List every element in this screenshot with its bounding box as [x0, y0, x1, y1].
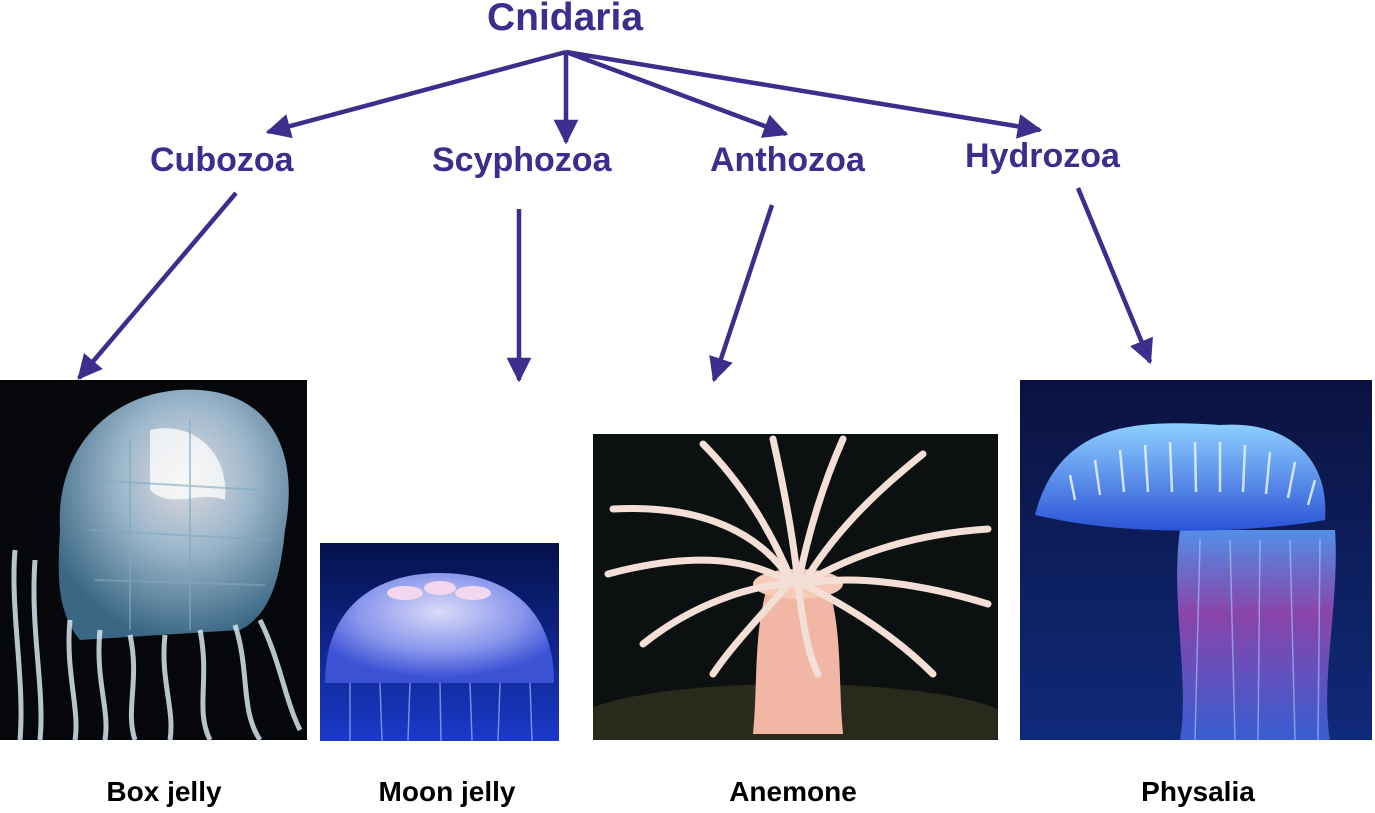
- caption-physalia: Physalia: [1141, 776, 1255, 807]
- box-jelly-photo: [0, 380, 307, 740]
- class-label-anthozoa: Anthozoa: [710, 141, 865, 179]
- arrow-root-to-anthozoa: [565, 49, 789, 138]
- arrow-hydrozoa-to-physalia: [1075, 187, 1153, 365]
- caption-moon-jelly: Moon jelly: [378, 776, 516, 807]
- arrow-root-to-cubozoa: [265, 49, 567, 139]
- physalia-photo: [1020, 380, 1372, 740]
- moon-jelly-photo: [320, 543, 559, 741]
- anemone-photo: [593, 434, 998, 740]
- arrow-anthozoa-to-anemone: [709, 204, 775, 383]
- class-label-scyphozoa: Scyphozoa: [432, 141, 612, 179]
- root-label-cnidaria: Cnidaria: [486, 0, 644, 39]
- arrow-root-to-hydrozoa: [565, 49, 1043, 139]
- class-label-cubozoa: Cubozoa: [150, 141, 294, 179]
- caption-anemone: Anemone: [729, 776, 857, 807]
- arrow-cubozoa-to-box-jelly: [77, 191, 238, 380]
- caption-box-jelly: Box jelly: [106, 776, 222, 807]
- class-label-hydrozoa: Hydrozoa: [965, 137, 1120, 175]
